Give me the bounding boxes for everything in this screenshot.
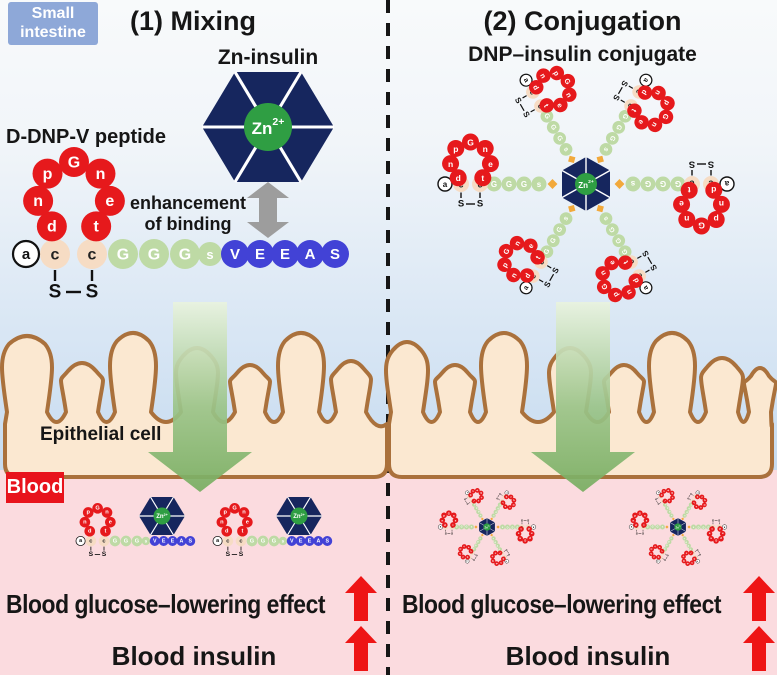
dnp-insulin-conjugate-label: DNP–insulin conjugate (468, 43, 697, 66)
increase-arrow-glucose-left (345, 576, 377, 621)
small-intestine-badge-line1: Small (31, 5, 75, 22)
glucose-lowering-effect-text-right: Blood glucose–lowering effect (402, 589, 722, 619)
blood-insulin-text-right: Blood insulin (505, 641, 671, 671)
panel-title-mixing: (1) Mixing (130, 6, 256, 36)
glucose-lowering-effect-text-left: Blood glucose–lowering effect (6, 589, 326, 619)
small-intestine-badge: Small intestine (8, 2, 98, 45)
panel-title-conjugation: (2) Conjugation (483, 6, 682, 36)
enhancement-note-line2: of binding (144, 214, 232, 234)
dnp-v-peptide-label: D-DNP-V peptide (6, 126, 166, 148)
increase-arrow-insulin-right (743, 626, 775, 671)
blood-badge: Blood (6, 472, 64, 503)
panel-divider-dashed-line (386, 0, 390, 675)
zn-insulin-label: Zn-insulin (217, 46, 319, 69)
enhancement-note-line1: enhancement (129, 193, 247, 213)
small-intestine-badge-line2: intestine (20, 24, 86, 41)
increase-arrow-glucose-right (743, 576, 775, 621)
increase-arrow-insulin-left (345, 626, 377, 671)
blood-insulin-text-left: Blood insulin (111, 641, 277, 671)
enhancement-of-binding-note: enhancement of binding (128, 193, 248, 235)
epithelial-cell-label: Epithelial cell (40, 424, 162, 445)
